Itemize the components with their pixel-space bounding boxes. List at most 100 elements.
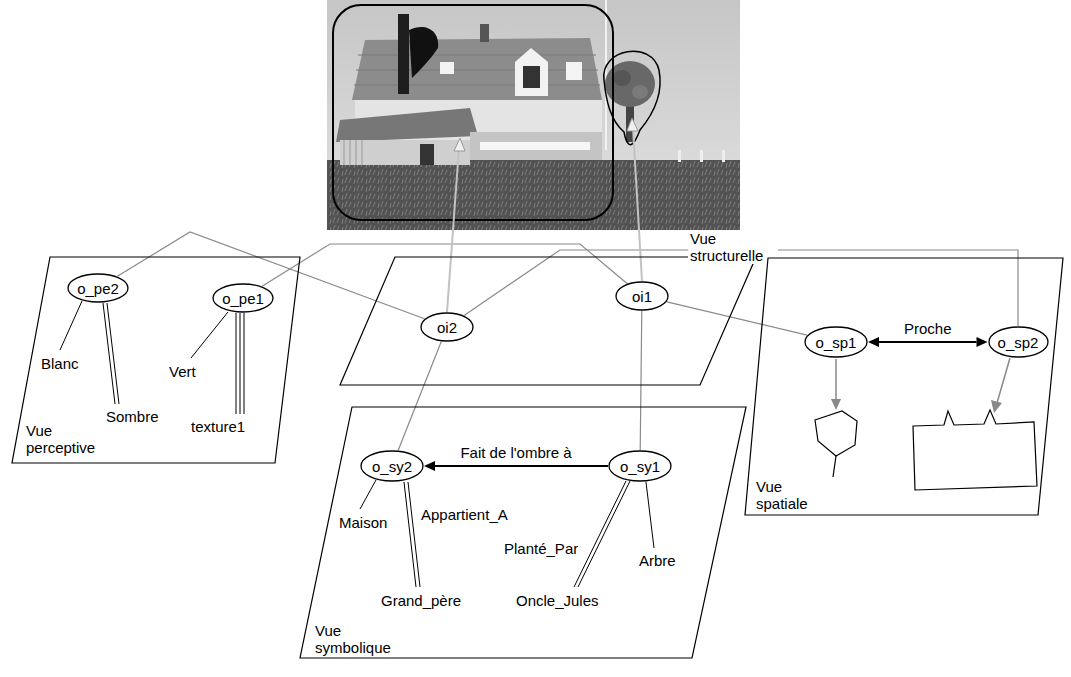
side-window bbox=[566, 62, 582, 80]
view-title: Vue symbolique bbox=[313, 622, 407, 656]
leader-line bbox=[574, 481, 626, 587]
relation-connector bbox=[424, 461, 608, 471]
post bbox=[678, 150, 681, 162]
region-border bbox=[340, 257, 756, 385]
ellipse-border bbox=[361, 451, 423, 481]
relation-line bbox=[117, 232, 424, 319]
roof-window bbox=[440, 62, 454, 74]
attribute-label: Maison bbox=[338, 514, 388, 531]
view-title: Vue structurelle bbox=[688, 230, 778, 264]
leader-line bbox=[360, 480, 376, 509]
relation-line bbox=[667, 302, 807, 335]
house-sketch bbox=[913, 410, 1037, 490]
attribute-label: Vert bbox=[168, 363, 197, 380]
spatial-sketches bbox=[815, 358, 1037, 490]
relation-line bbox=[879, 341, 977, 343]
ellipse-border bbox=[616, 282, 668, 310]
object-id: o_sp1 bbox=[816, 334, 857, 351]
sketch-pointer-head bbox=[831, 399, 841, 410]
leader-line bbox=[236, 313, 237, 414]
object-ellipse: oi2 bbox=[420, 312, 474, 342]
relation-label: Fait de l'ombre à bbox=[459, 444, 572, 461]
object-ellipse: o_sp1 bbox=[804, 326, 868, 358]
attribute-leaders bbox=[60, 301, 654, 587]
flagpole bbox=[605, 0, 607, 150]
ellipse-border bbox=[213, 284, 273, 312]
leader-line bbox=[244, 313, 245, 414]
tree-sketch-trunk bbox=[833, 456, 836, 477]
leader-line bbox=[646, 482, 654, 548]
region-border bbox=[745, 258, 1063, 515]
ellipse-border bbox=[805, 327, 867, 357]
ellipse-border bbox=[68, 274, 128, 302]
leader-line bbox=[408, 482, 420, 587]
view-region: Vue spatialeo_sp1o_sp2 bbox=[743, 256, 1065, 517]
relation-connector bbox=[398, 342, 441, 451]
attribute-label: texture1 bbox=[190, 418, 246, 435]
attribute-label: Blanc bbox=[40, 355, 80, 372]
pointer-line bbox=[447, 148, 459, 312]
porch bbox=[470, 132, 602, 160]
chimney bbox=[398, 14, 409, 94]
tree-shade bbox=[613, 70, 631, 86]
fence bbox=[344, 140, 362, 165]
object-id: o_sy2 bbox=[372, 458, 412, 475]
object-ellipse: o_pe1 bbox=[212, 283, 274, 313]
object-id: o_sp2 bbox=[998, 334, 1039, 351]
object-ellipse: o_sp2 bbox=[988, 326, 1049, 358]
object-ellipse: o_pe2 bbox=[67, 273, 129, 303]
attribute-label: Oncle_Jules bbox=[515, 592, 600, 609]
object-id: oi1 bbox=[632, 288, 652, 305]
object-id: o_pe2 bbox=[77, 280, 119, 297]
relation-connector bbox=[640, 311, 642, 450]
ellipse-border bbox=[421, 313, 473, 341]
roof-tiles bbox=[354, 55, 600, 85]
post bbox=[722, 150, 725, 162]
attribute-label: Sombre bbox=[105, 408, 160, 425]
object-ellipse: oi1 bbox=[615, 281, 669, 311]
annex-roof bbox=[336, 108, 478, 142]
leader-line bbox=[107, 303, 119, 404]
dark-shape bbox=[409, 27, 438, 78]
leader-line bbox=[60, 301, 82, 350]
arrow-head bbox=[977, 337, 988, 347]
relation-line bbox=[398, 342, 441, 451]
relation-line bbox=[435, 465, 608, 467]
region-border bbox=[12, 257, 300, 463]
sketch-pointer bbox=[997, 358, 1010, 403]
arrow-head bbox=[868, 337, 879, 347]
relation-line bbox=[640, 311, 642, 450]
leader-line bbox=[240, 313, 241, 414]
view-region: Vue structurelleoi2oi1 bbox=[338, 254, 758, 388]
object-ellipse: o_sy2 bbox=[360, 450, 424, 482]
arrow-head bbox=[424, 461, 435, 471]
ellipse-border bbox=[989, 327, 1048, 357]
leader-line bbox=[191, 312, 228, 358]
object-id: o_pe1 bbox=[222, 290, 264, 307]
pointer-head bbox=[454, 138, 465, 151]
pointer-head bbox=[627, 118, 638, 131]
tree-region-outline bbox=[604, 51, 660, 144]
region-outline bbox=[338, 254, 758, 388]
view-title: Vue perceptive bbox=[24, 422, 108, 456]
sketch-pointer-head bbox=[991, 400, 1002, 413]
annex-door bbox=[420, 144, 434, 165]
photo-sky bbox=[327, 0, 740, 230]
house-region-outline bbox=[333, 5, 613, 220]
attribute-label: Grand_père bbox=[380, 592, 462, 609]
relation-connector bbox=[667, 302, 807, 335]
dormer bbox=[515, 48, 548, 96]
attribute-label: Arbre bbox=[638, 552, 677, 569]
relation-connector bbox=[868, 337, 988, 347]
attribute-label: Appartient_A bbox=[420, 506, 509, 523]
dormer-window bbox=[523, 66, 540, 88]
relation-label: Proche bbox=[903, 320, 953, 337]
house-roof bbox=[352, 38, 602, 100]
sketch-pointer bbox=[835, 359, 837, 400]
object-id: o_sy1 bbox=[620, 458, 660, 475]
object-ellipse: o_sy1 bbox=[608, 450, 672, 482]
object-id: oi2 bbox=[437, 319, 457, 336]
tree-light bbox=[632, 85, 648, 99]
pointer-line bbox=[633, 128, 642, 281]
